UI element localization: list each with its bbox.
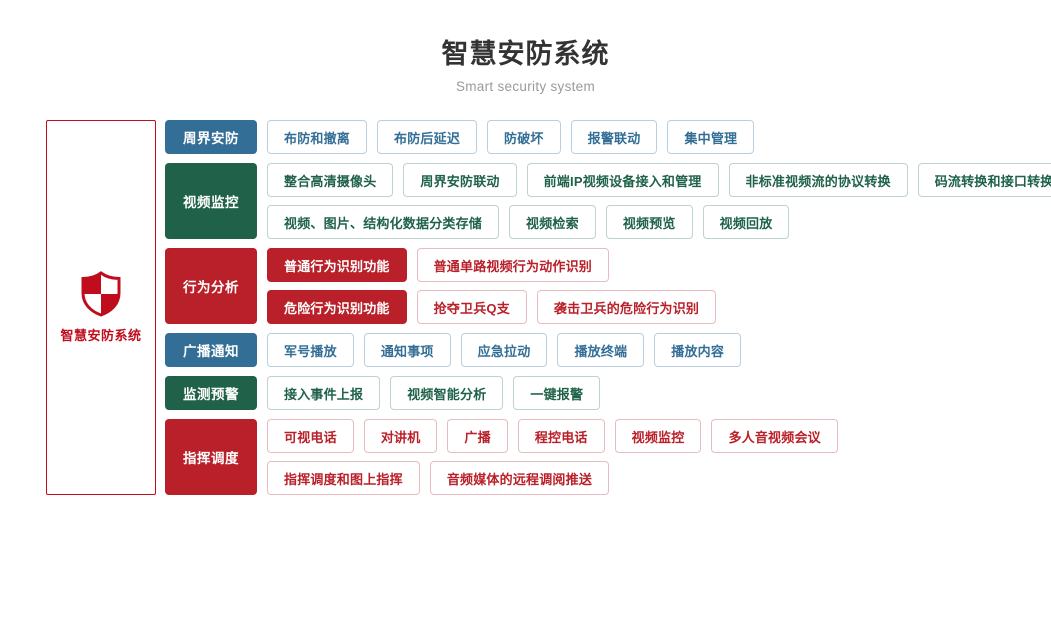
category-row: 监测预警接入事件上报视频智能分析一键报警 [165,376,1051,411]
category-row: 广播通知军号播放通知事项应急拉动播放终端播放内容 [165,333,1051,368]
feature-chip[interactable]: 视频、图片、结构化数据分类存储 [267,205,500,240]
category-rows: 周界安防布防和撤离布防后延迟防破坏报警联动集中管理视频监控整合高清摄像头周界安防… [165,120,1051,496]
feature-chip[interactable]: 广播 [447,419,508,454]
category-label-1[interactable]: 周界安防 [165,120,257,155]
category-label-6[interactable]: 指挥调度 [165,419,257,496]
chip-line: 视频、图片、结构化数据分类存储视频检索视频预览视频回放 [267,205,1051,240]
feature-chip[interactable]: 视频预览 [605,205,693,240]
page-header: 智慧安防系统 Smart security system [0,0,1051,94]
feature-chip[interactable]: 前端IP视频设备接入和管理 [526,163,719,198]
chip-line: 布防和撤离布防后延迟防破坏报警联动集中管理 [267,120,1051,155]
chip-group: 普通行为识别功能普通单路视频行为动作识别危险行为识别功能抢夺卫兵Q支袭击卫兵的危… [267,248,1051,325]
feature-chip[interactable]: 集中管理 [667,120,755,155]
page-subtitle: Smart security system [455,79,596,95]
feature-chip[interactable]: 普通行为识别功能 [267,248,407,283]
category-row: 周界安防布防和撤离布防后延迟防破坏报警联动集中管理 [165,120,1051,155]
feature-chip[interactable]: 报警联动 [570,120,658,155]
category-row: 行为分析普通行为识别功能普通单路视频行为动作识别危险行为识别功能抢夺卫兵Q支袭击… [165,248,1051,325]
category-row: 指挥调度可视电话对讲机广播程控电话视频监控多人音视频会议指挥调度和图上指挥音频媒… [165,419,1051,496]
brand-panel: 智慧安防系统 [46,120,156,496]
feature-chip[interactable]: 军号播放 [267,333,354,368]
chip-line: 接入事件上报视频智能分析一键报警 [267,376,1051,411]
feature-chip[interactable]: 视频检索 [509,205,596,240]
chip-group: 可视电话对讲机广播程控电话视频监控多人音视频会议指挥调度和图上指挥音频媒体的远程… [267,419,1051,496]
chip-line: 整合高清摄像头周界安防联动前端IP视频设备接入和管理非标准视频流的协议转换码流转… [267,163,1051,198]
chip-line: 普通行为识别功能普通单路视频行为动作识别 [267,248,1051,283]
feature-chip[interactable]: 指挥调度和图上指挥 [267,461,420,496]
chip-group: 军号播放通知事项应急拉动播放终端播放内容 [267,333,1051,368]
category-label-2[interactable]: 视频监控 [165,163,257,240]
feature-chip[interactable]: 多人音视频会议 [711,419,838,454]
chip-group: 接入事件上报视频智能分析一键报警 [267,376,1051,411]
chip-group: 布防和撤离布防后延迟防破坏报警联动集中管理 [267,120,1051,155]
category-row: 视频监控整合高清摄像头周界安防联动前端IP视频设备接入和管理非标准视频流的协议转… [165,163,1051,240]
feature-chip[interactable]: 视频监控 [614,419,702,454]
feature-chip[interactable]: 视频智能分析 [390,376,504,411]
feature-chip[interactable]: 接入事件上报 [267,376,381,411]
feature-chip[interactable]: 可视电话 [267,419,354,454]
feature-chip[interactable]: 程控电话 [517,419,605,454]
category-label-5[interactable]: 监测预警 [165,376,257,411]
feature-chip[interactable]: 防破坏 [487,120,561,155]
chip-line: 可视电话对讲机广播程控电话视频监控多人音视频会议 [267,419,1051,454]
chip-line: 指挥调度和图上指挥音频媒体的远程调阅推送 [267,461,1051,496]
feature-chip[interactable]: 布防后延迟 [377,120,478,155]
chip-line: 危险行为识别功能抢夺卫兵Q支袭击卫兵的危险行为识别 [267,290,1051,325]
chip-group: 整合高清摄像头周界安防联动前端IP视频设备接入和管理非标准视频流的协议转换码流转… [267,163,1051,240]
chip-line: 军号播放通知事项应急拉动播放终端播放内容 [267,333,1051,368]
capability-board: 智慧安防系统 周界安防布防和撤离布防后延迟防破坏报警联动集中管理视频监控整合高清… [0,120,1051,496]
category-label-3[interactable]: 行为分析 [165,248,257,325]
feature-chip[interactable]: 通知事项 [363,333,451,368]
shield-icon [80,271,122,317]
category-label-4[interactable]: 广播通知 [165,333,257,368]
feature-chip[interactable]: 视频回放 [702,205,790,240]
feature-chip[interactable]: 整合高清摄像头 [267,163,394,198]
feature-chip[interactable]: 一键报警 [513,376,601,411]
feature-chip[interactable]: 袭击卫兵的危险行为识别 [536,290,717,325]
feature-chip[interactable]: 普通单路视频行为动作识别 [416,248,610,283]
feature-chip[interactable]: 码流转换和接口转换 [917,163,1051,198]
feature-chip[interactable]: 抢夺卫兵Q支 [416,290,527,325]
feature-chip[interactable]: 播放终端 [557,333,645,368]
brand-label: 智慧安防系统 [60,328,142,344]
feature-chip[interactable]: 周界安防联动 [403,163,517,198]
page-title: 智慧安防系统 [441,39,610,69]
feature-chip[interactable]: 音频媒体的远程调阅推送 [429,461,610,496]
feature-chip[interactable]: 危险行为识别功能 [267,290,407,325]
feature-chip[interactable]: 应急拉动 [460,333,548,368]
feature-chip[interactable]: 布防和撤离 [267,120,368,155]
feature-chip[interactable]: 播放内容 [654,333,742,368]
feature-chip[interactable]: 对讲机 [363,419,438,454]
feature-chip[interactable]: 非标准视频流的协议转换 [728,163,908,198]
